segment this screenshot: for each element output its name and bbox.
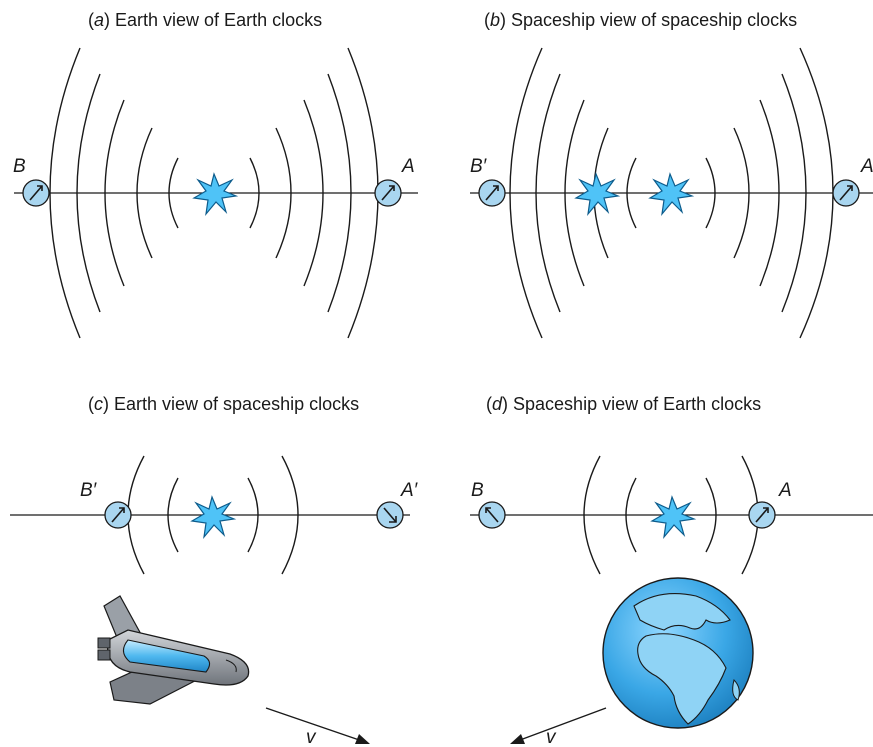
panel-a-caption: (a) Earth view of Earth clocks <box>88 10 322 30</box>
panel-a: (a) Earth view of Earth clocks B <box>13 10 418 339</box>
clock-A-prime-c <box>376 501 404 529</box>
panel-c-right-label: A′ <box>400 480 419 501</box>
panel-d-caption: (d) Spaceship view of Earth clocks <box>486 394 761 414</box>
panel-b: (b) Spaceship view of spaceship clocks B… <box>470 10 873 339</box>
flash-icon <box>190 495 237 540</box>
flash-icon <box>650 495 697 540</box>
panel-d-right-label: A <box>778 480 792 501</box>
earth-globe-icon <box>602 577 754 729</box>
spaceship-velocity-arrow <box>265 707 370 744</box>
flash-icon <box>648 172 695 217</box>
panel-c-wavefronts <box>127 455 299 575</box>
panel-b-right-label: A <box>860 156 873 177</box>
panel-b-title: Spaceship view of spaceship clocks <box>511 10 797 30</box>
panel-d-letter: d <box>492 394 503 414</box>
clock-A-d <box>748 501 776 529</box>
panel-a-letter: a <box>94 10 104 30</box>
flash-icon <box>574 172 621 217</box>
panel-c-letter: c <box>94 394 103 414</box>
earth-velocity-label: v <box>546 727 557 747</box>
panel-c: (c) Earth view of spaceship clocks B′ A′ <box>10 394 419 575</box>
spaceship-velocity-label: v <box>306 727 317 747</box>
clock-A <box>374 179 402 207</box>
clock-B <box>22 179 50 207</box>
panel-a-title: Earth view of Earth clocks <box>115 10 322 30</box>
panel-b-caption: (b) Spaceship view of spaceship clocks <box>484 10 797 30</box>
panel-b-letter: b <box>490 10 500 30</box>
spaceship-icon <box>97 595 250 705</box>
panel-d-title: Spaceship view of Earth clocks <box>513 394 761 414</box>
panel-a-wave-outer-left <box>49 47 81 339</box>
panel-c-left-label: B′ <box>80 480 98 501</box>
panel-d-left-label: B <box>471 480 484 501</box>
panel-a-wavefronts <box>49 47 379 339</box>
panel-c-caption: (c) Earth view of spaceship clocks <box>88 394 359 414</box>
clock-B-prime-c <box>104 501 132 529</box>
clock-B-d <box>478 501 506 529</box>
panel-b-left-label: B′ <box>470 156 488 177</box>
panel-d: (d) Spaceship view of Earth clocks B A <box>470 394 873 575</box>
panel-a-right-label: A <box>401 156 415 177</box>
panel-c-title: Earth view of spaceship clocks <box>114 394 359 414</box>
clock-B-prime <box>478 179 506 207</box>
panel-a-left-label: B <box>13 156 26 177</box>
flash-icon <box>192 172 239 217</box>
earth-velocity-arrow <box>510 707 607 744</box>
clock-A-b <box>832 179 860 207</box>
